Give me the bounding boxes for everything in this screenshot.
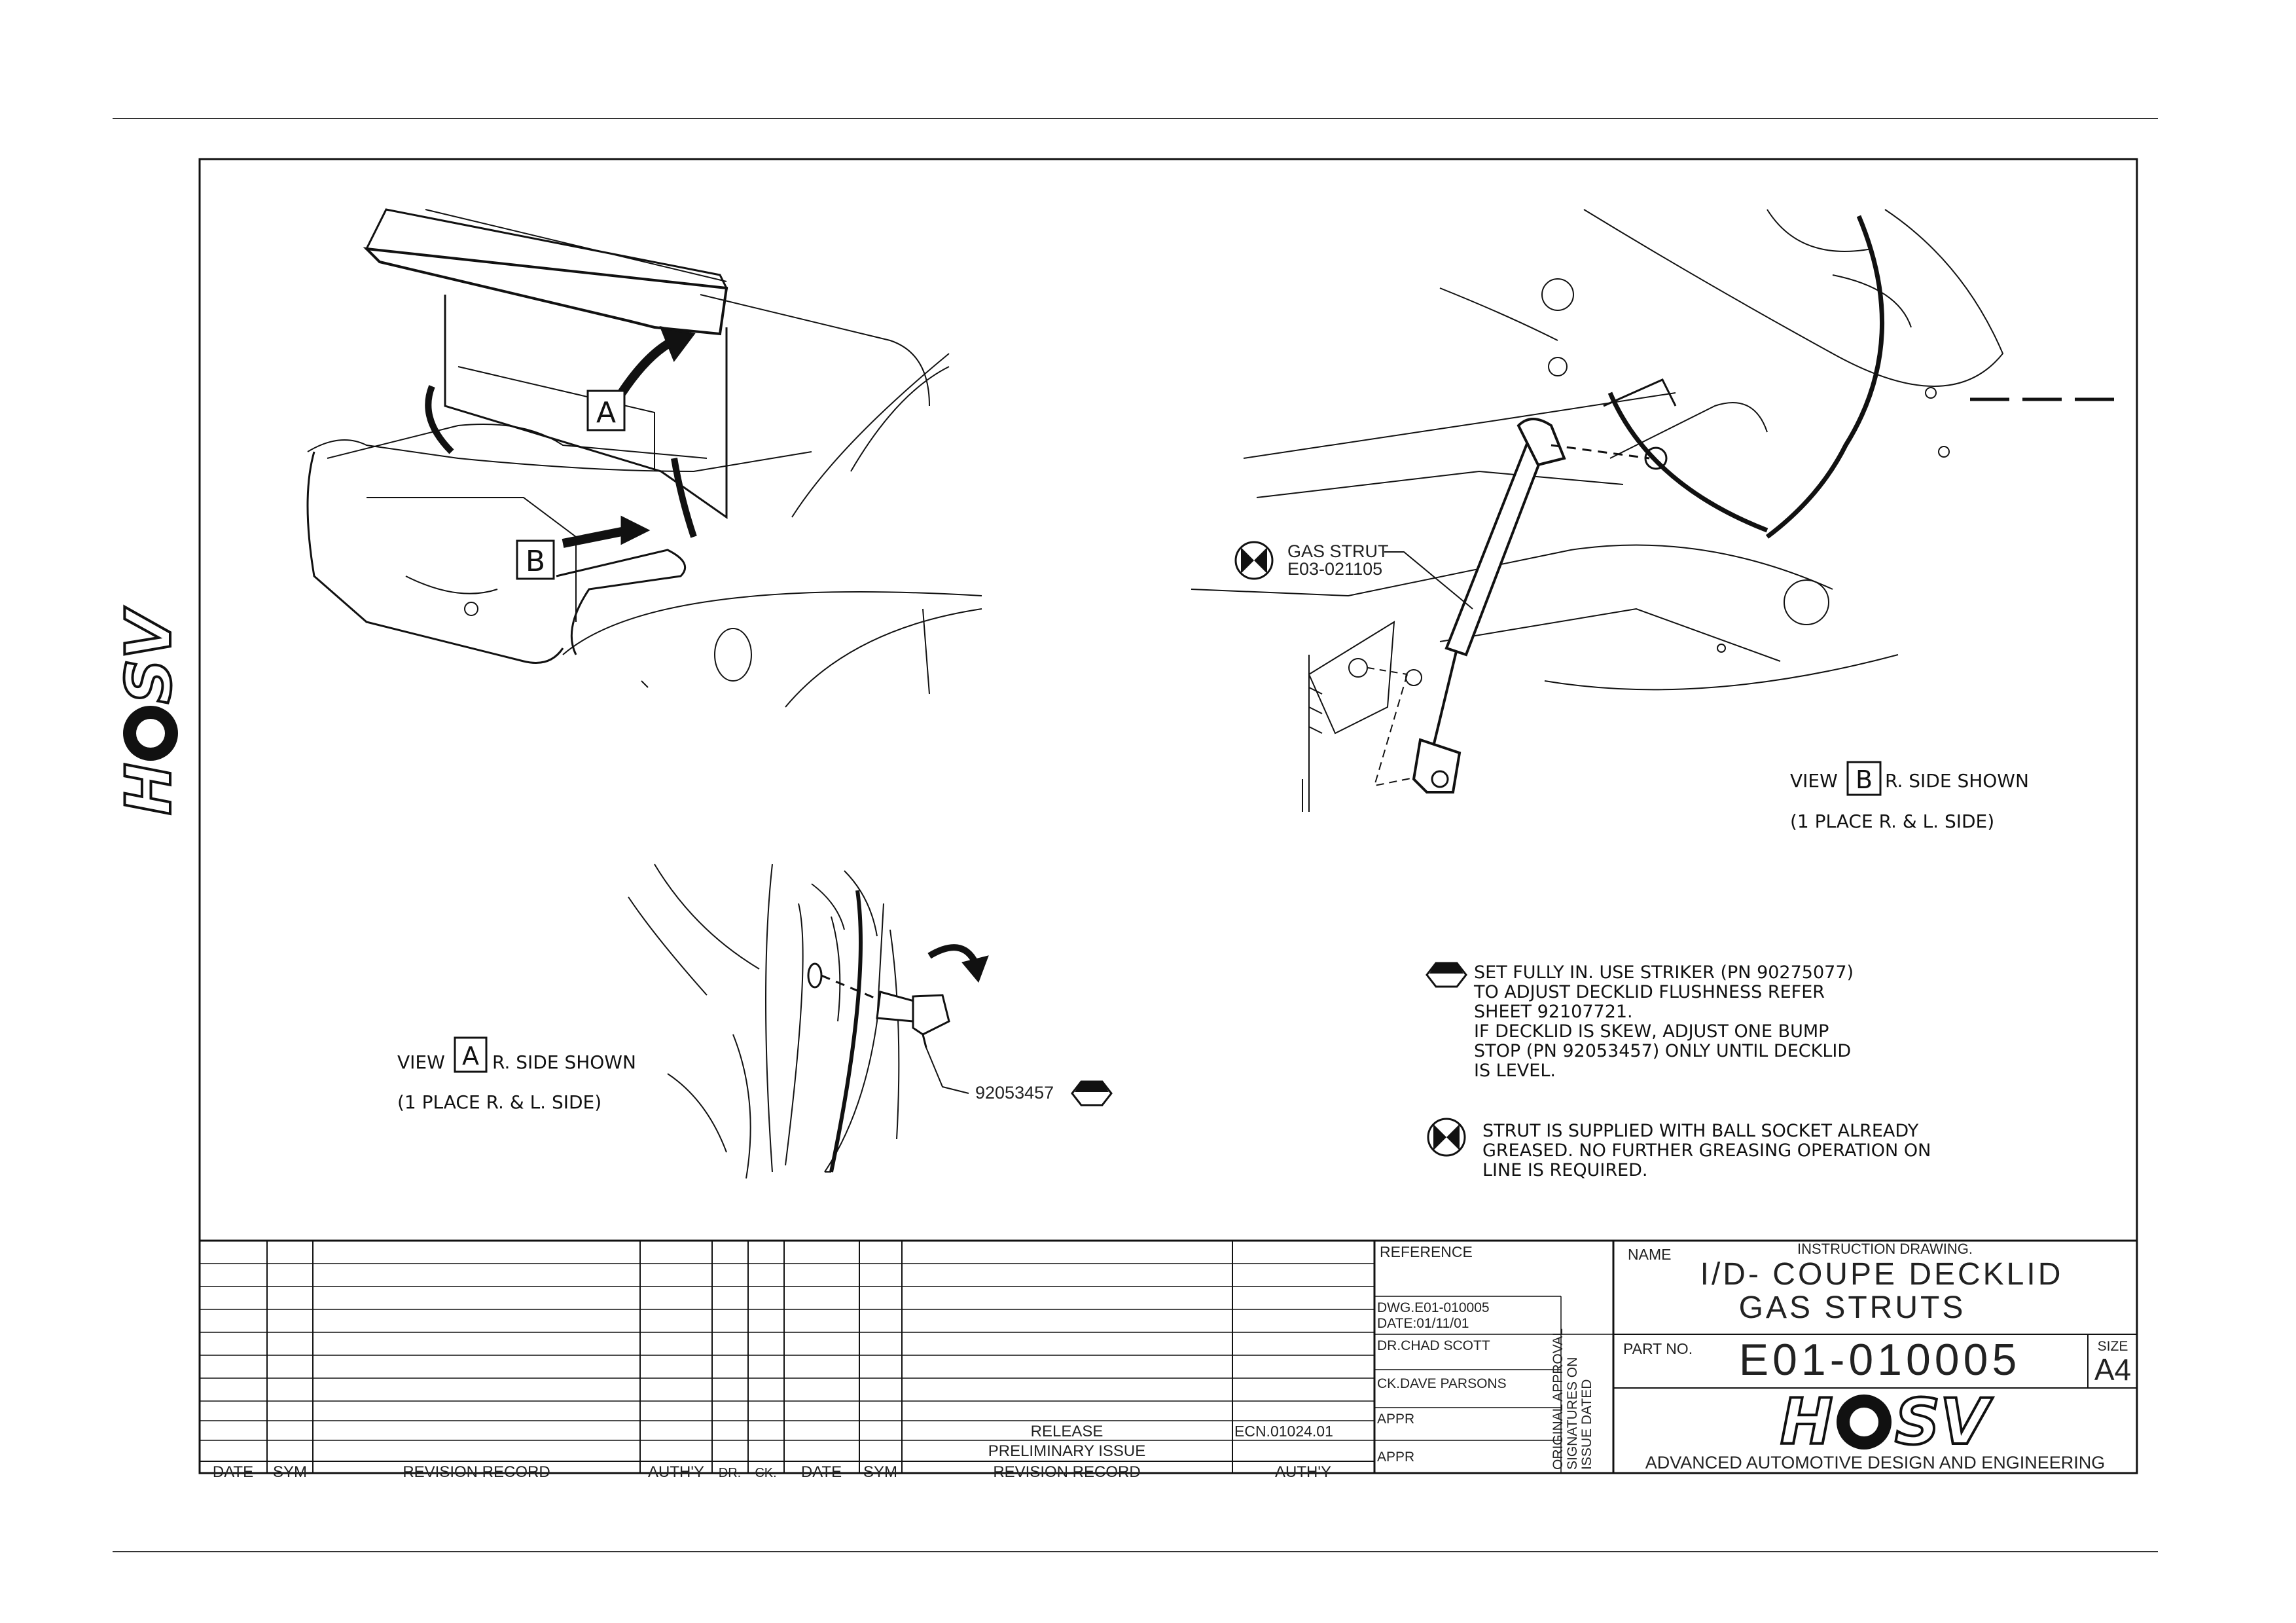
hex-symbol-bump-stop [1071, 1080, 1113, 1106]
reference-label: REFERENCE [1380, 1243, 1473, 1260]
callout-b-letter: B [526, 545, 545, 578]
svg-text:H: H [1780, 1385, 1833, 1459]
title-block [1374, 1241, 2137, 1473]
gas-strut-leader [1384, 551, 1473, 610]
revision-table [200, 1239, 2137, 1473]
gas-strut-illustration [1191, 209, 2121, 812]
appr-2: APPR [1377, 1450, 1414, 1465]
view-b-letter: B [1856, 765, 1873, 794]
x-symbol-strut [1234, 541, 1274, 580]
x-note-line-1: STRUT IS SUPPLIED WITH BALL SOCKET ALREA… [1482, 1121, 1919, 1141]
gas-strut-pn: E03-021105 [1287, 559, 1382, 579]
rev-release-ecn: ECN.01024.01 [1234, 1423, 1333, 1440]
view-b-box [1846, 761, 1882, 796]
view-b-prefix: VIEW [1790, 770, 1838, 792]
side-hsv-logo: H HSV SV [19, 606, 187, 864]
side-logo-text: HSV [19, 863, 20, 864]
rev-header-sym-1: SYM [273, 1463, 307, 1481]
signatures-line-3: ISSUE DATED [1579, 1379, 1594, 1470]
part-no-label: PART NO. [1623, 1340, 1693, 1357]
view-a-letter: A [462, 1042, 479, 1070]
hex-note-line-1: SET FULLY IN. USE STRIKER (PN 90275077) [1474, 962, 1854, 983]
hex-note-line-6: IS LEVEL. [1474, 1061, 1556, 1081]
rev-preliminary-label: PRELIMINARY ISSUE [988, 1442, 1146, 1460]
rev-header-date-1: DATE [213, 1463, 253, 1481]
appr-1: APPR [1377, 1412, 1414, 1427]
svg-text:SV: SV [113, 607, 185, 704]
dwg-date: DATE:01/11/01 [1377, 1316, 1469, 1331]
size-label: SIZE [2098, 1339, 2128, 1354]
hex-symbol-note [1426, 962, 1467, 988]
x-note-line-3: LINE IS REQUIRED. [1482, 1160, 1648, 1180]
bump-stop-pn: 92053457 [975, 1083, 1054, 1103]
svg-text:H: H [113, 763, 185, 815]
drawing-frame [198, 158, 2138, 1474]
view-a-suffix: R. SIDE SHOWN [492, 1051, 636, 1073]
signatures-note: ORIGINAL APPROVAL SIGNATURES ON ISSUE DA… [1551, 1328, 1594, 1470]
x-symbol-note [1427, 1118, 1466, 1157]
checked-by: CK.DAVE PARSONS [1377, 1376, 1507, 1391]
view-a-places: (1 PLACE R. & L. SIDE) [397, 1091, 601, 1113]
x-note-line-2: GREASED. NO FURTHER GREASING OPERATION O… [1482, 1140, 1931, 1161]
rev-header-dr: DR. [719, 1466, 741, 1480]
size-value: A4 [2094, 1353, 2131, 1387]
rev-header-ck: CK. [755, 1466, 776, 1480]
bump-stop-illustration [628, 864, 989, 1179]
rev-release-label: RELEASE [1031, 1423, 1103, 1440]
hex-note-line-3: SHEET 92107721. [1474, 1002, 1633, 1022]
rev-header-auth-2: AUTH'Y [1275, 1463, 1331, 1481]
svg-text:SV: SV [1895, 1385, 1993, 1459]
logo-text: HSV [1636, 1407, 1638, 1408]
callout-a-box [586, 390, 626, 431]
rev-header-auth-1: AUTH'Y [648, 1463, 704, 1481]
hex-note-line-5: STOP (PN 92053457) ONLY UNTIL DECKLID [1474, 1041, 1851, 1061]
view-a-box [454, 1036, 488, 1073]
title-line-2: GAS STRUTS [1739, 1290, 1966, 1325]
callout-b-box [516, 539, 555, 580]
rev-header-sym-2: SYM [863, 1463, 897, 1481]
gas-strut-name: GAS STRUT [1287, 541, 1389, 561]
callout-a-letter: A [596, 396, 616, 429]
rev-header-record-2: REVISION RECORD [993, 1463, 1140, 1481]
signatures-line-2: SIGNATURES ON [1565, 1357, 1580, 1470]
signatures-line-1: ORIGINAL APPROVAL [1551, 1328, 1566, 1470]
view-a-prefix: VIEW [397, 1051, 445, 1073]
part-number: E01-010005 [1739, 1335, 2021, 1385]
rev-header-date-2: DATE [801, 1463, 842, 1481]
company-name: ADVANCED AUTOMOTIVE DESIGN AND ENGINEERI… [1645, 1453, 2106, 1472]
hex-note-line-2: TO ADJUST DECKLID FLUSHNESS REFER [1473, 982, 1825, 1002]
dwg-number: DWG.E01-010005 [1377, 1300, 1490, 1315]
hsv-logo: H SV HSV [1636, 1384, 1994, 1460]
name-label: NAME [1628, 1246, 1671, 1263]
decklid-illustration [306, 208, 982, 708]
instruction-label: INSTRUCTION DRAWING. [1797, 1241, 1973, 1257]
rev-header-record-1: REVISION RECORD [403, 1463, 550, 1481]
hex-note-line-4: IF DECKLID IS SKEW, ADJUST ONE BUMP [1474, 1021, 1829, 1042]
view-b-places: (1 PLACE R. & L. SIDE) [1790, 811, 1994, 832]
drawn-by: DR.CHAD SCOTT [1377, 1338, 1490, 1353]
title-line-1: I/D- COUPE DECKLID [1700, 1257, 2064, 1292]
view-b-suffix: R. SIDE SHOWN [1885, 770, 2029, 792]
